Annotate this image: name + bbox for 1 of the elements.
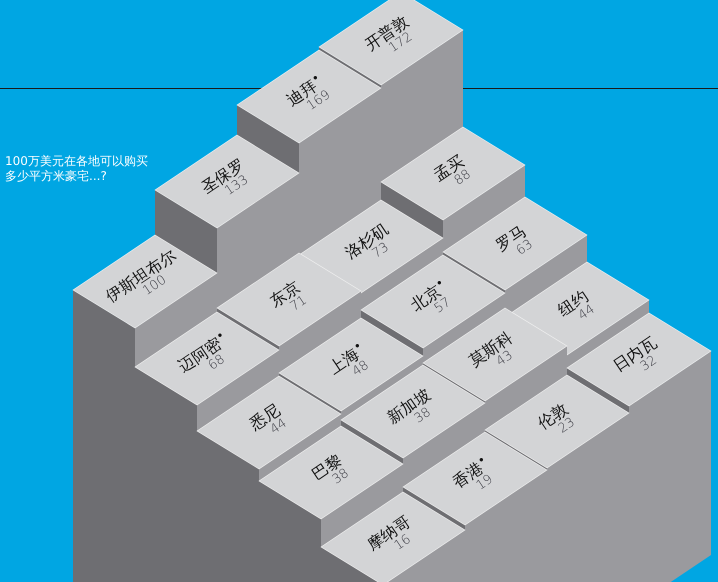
intro-question: 100万美元在各地可以购买多少平方米豪宅...? xyxy=(5,154,149,184)
